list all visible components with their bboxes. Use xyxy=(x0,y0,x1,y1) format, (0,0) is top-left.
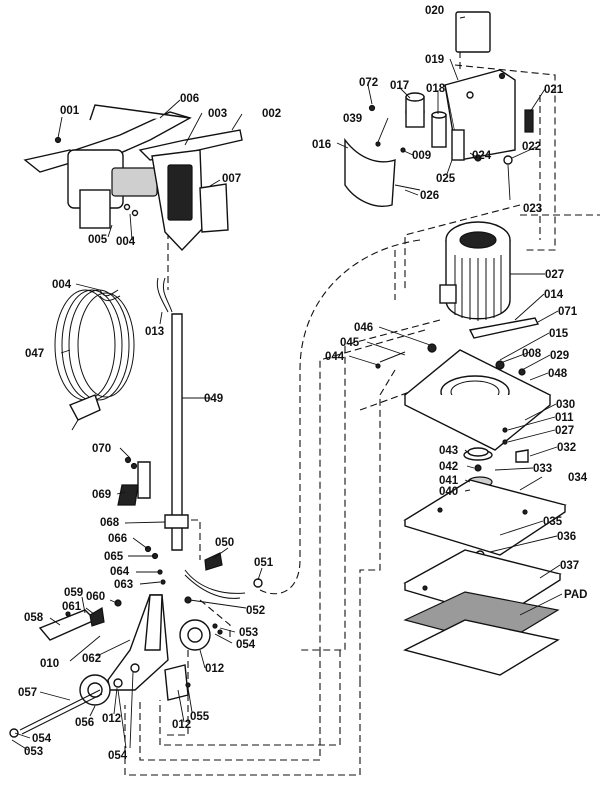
label-042: 042 xyxy=(439,461,458,473)
label-064: 064 xyxy=(110,566,130,578)
label-013: 013 xyxy=(145,326,164,338)
handle-hardware xyxy=(117,456,263,604)
label-057: 057 xyxy=(18,687,37,699)
label-037: 037 xyxy=(560,560,579,572)
label-010: 010 xyxy=(40,658,59,670)
label-054: 054 xyxy=(236,639,256,651)
label-069: 069 xyxy=(92,489,111,501)
label-009: 009 xyxy=(412,150,431,162)
cord-and-tube xyxy=(54,277,189,551)
label-017: 017 xyxy=(390,80,409,92)
motor-cover-assembly xyxy=(344,11,534,207)
label-019: 019 xyxy=(425,54,444,66)
label-027: 027 xyxy=(555,425,574,437)
label-024: 024 xyxy=(472,150,492,162)
label-071: 071 xyxy=(558,306,578,318)
label-056: 056 xyxy=(75,717,94,729)
label-039: 039 xyxy=(343,113,362,125)
label-004: 004 xyxy=(52,279,72,291)
label-029: 029 xyxy=(550,350,569,362)
label-008: 008 xyxy=(522,348,542,360)
label-018: 018 xyxy=(426,83,446,95)
label-012: 012 xyxy=(102,713,121,725)
label-023: 023 xyxy=(523,203,542,215)
label-047: 047 xyxy=(25,348,44,360)
label-007: 007 xyxy=(222,173,241,185)
label-052: 052 xyxy=(246,605,265,617)
label-005: 005 xyxy=(88,234,108,246)
label-020: 020 xyxy=(425,5,444,17)
label-063: 063 xyxy=(114,579,133,591)
frame-and-wheels xyxy=(9,594,223,738)
label-036: 036 xyxy=(557,531,576,543)
label-004: 004 xyxy=(116,236,136,248)
label-058: 058 xyxy=(24,612,44,624)
label-053: 053 xyxy=(239,627,258,639)
label-045: 045 xyxy=(340,337,360,349)
handle-assembly xyxy=(23,104,243,252)
label-065: 065 xyxy=(104,551,124,563)
label-032: 032 xyxy=(557,442,576,454)
part-labels: 001 002 003 004 004 005 006 007 008 009 … xyxy=(18,5,588,762)
label-051: 051 xyxy=(254,557,274,569)
label-050: 050 xyxy=(215,537,234,549)
label-043: 043 xyxy=(439,445,458,457)
label-026: 026 xyxy=(420,190,439,202)
base-assembly xyxy=(375,343,552,511)
label-002: 002 xyxy=(262,108,281,120)
label-040: 040 xyxy=(439,486,458,498)
label-015: 015 xyxy=(549,328,569,340)
label-012: 012 xyxy=(172,719,191,731)
label-066: 066 xyxy=(108,533,127,545)
label-035: 035 xyxy=(543,516,563,528)
label-072: 072 xyxy=(359,77,378,89)
label-022: 022 xyxy=(522,141,541,153)
label-068: 068 xyxy=(100,517,120,529)
label-044: 044 xyxy=(325,351,345,363)
label-034: 034 xyxy=(568,472,588,484)
label-011: 011 xyxy=(555,412,574,424)
label-062: 062 xyxy=(82,653,101,665)
label-041: 041 xyxy=(439,475,459,487)
label-003: 003 xyxy=(208,108,227,120)
label-053: 053 xyxy=(24,746,43,758)
pad-stack xyxy=(403,479,567,676)
label-055: 055 xyxy=(190,711,210,723)
label-033: 033 xyxy=(533,463,552,475)
label-012: 012 xyxy=(205,663,224,675)
assembly-guide-lines xyxy=(124,40,600,776)
label-049: 049 xyxy=(204,393,223,405)
label-054: 054 xyxy=(32,733,52,745)
label-025: 025 xyxy=(436,173,456,185)
label-030: 030 xyxy=(556,399,575,411)
label-pad: PAD xyxy=(564,589,587,601)
label-021: 021 xyxy=(544,84,564,96)
label-048: 048 xyxy=(548,368,568,380)
label-014: 014 xyxy=(544,289,564,301)
label-046: 046 xyxy=(354,322,373,334)
label-027: 027 xyxy=(545,269,564,281)
label-060: 060 xyxy=(86,591,105,603)
label-001: 001 xyxy=(60,105,80,117)
motor-assembly xyxy=(439,221,540,370)
leader-lines xyxy=(11,16,563,751)
label-006: 006 xyxy=(180,93,199,105)
label-054: 054 xyxy=(108,750,128,762)
label-070: 070 xyxy=(92,443,111,455)
label-061: 061 xyxy=(62,601,82,613)
label-016: 016 xyxy=(312,139,331,151)
label-059: 059 xyxy=(64,587,83,599)
